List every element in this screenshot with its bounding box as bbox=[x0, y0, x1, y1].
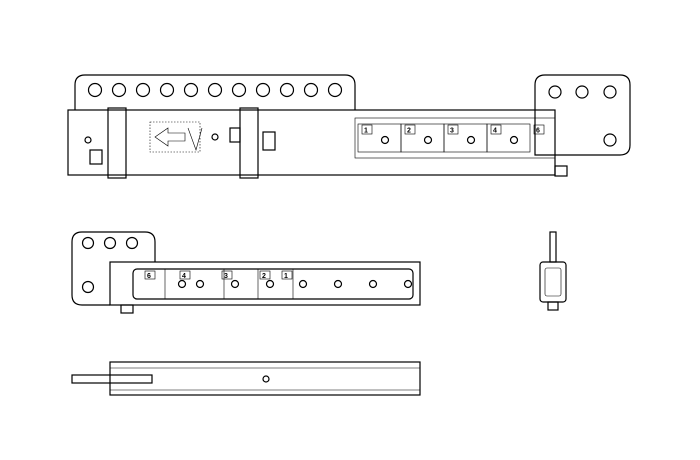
section-label: 3 bbox=[450, 128, 454, 135]
main-tube bbox=[109, 261, 421, 306]
perforated-plate bbox=[74, 74, 356, 110]
hole bbox=[183, 82, 199, 98]
tube-inner bbox=[544, 267, 562, 297]
section-tag bbox=[361, 124, 373, 135]
clamp-band-left bbox=[107, 107, 127, 179]
hole bbox=[230, 279, 240, 289]
mount-bracket-flat bbox=[71, 374, 153, 384]
hole bbox=[509, 135, 519, 145]
hole bbox=[81, 280, 95, 294]
hole bbox=[135, 82, 151, 98]
section-tag bbox=[179, 270, 191, 280]
section-label: 2 bbox=[407, 128, 411, 135]
stem bbox=[549, 231, 557, 263]
hole bbox=[81, 236, 95, 250]
section-tag bbox=[447, 124, 459, 135]
bolt-icon bbox=[229, 127, 241, 143]
section-label: 4 bbox=[182, 273, 186, 280]
hole bbox=[125, 236, 139, 250]
hole bbox=[255, 82, 271, 98]
hole bbox=[177, 279, 187, 289]
side-sections: 6 4 3 2 1 bbox=[144, 269, 413, 299]
hole bbox=[103, 236, 117, 250]
bolt-icon bbox=[262, 131, 276, 151]
hole bbox=[159, 82, 175, 98]
end-view bbox=[539, 231, 567, 311]
section-tag bbox=[281, 270, 293, 280]
hole bbox=[327, 82, 343, 98]
section-label: 1 bbox=[284, 273, 288, 280]
hole bbox=[207, 82, 223, 98]
hole bbox=[603, 133, 617, 147]
section-label: 6 bbox=[536, 128, 540, 135]
hole bbox=[303, 82, 319, 98]
section-tag bbox=[404, 124, 416, 135]
arrow-icon bbox=[154, 127, 203, 151]
hole bbox=[195, 279, 205, 289]
hole bbox=[380, 135, 390, 145]
plate-holes bbox=[87, 82, 343, 98]
section-label: 6 bbox=[147, 273, 151, 280]
hole bbox=[423, 135, 433, 145]
hole bbox=[466, 135, 476, 145]
nut-icon bbox=[554, 165, 568, 177]
bolt-icon bbox=[89, 149, 103, 165]
nut-icon bbox=[120, 304, 134, 314]
section-label: 1 bbox=[364, 128, 368, 135]
mount-bracket bbox=[534, 74, 631, 156]
inner-channel bbox=[354, 117, 556, 159]
main-tube bbox=[67, 109, 556, 176]
hole bbox=[368, 279, 378, 289]
hole bbox=[265, 279, 275, 289]
nut-icon bbox=[547, 301, 559, 311]
main-tube bbox=[109, 361, 421, 396]
arrow-decal bbox=[149, 121, 201, 153]
hole bbox=[84, 136, 92, 144]
hole bbox=[262, 375, 270, 383]
hole bbox=[87, 82, 103, 98]
top-sections: 1 2 3 4 6 bbox=[357, 123, 545, 153]
bottom-view bbox=[71, 361, 421, 396]
mount-bracket bbox=[71, 231, 156, 306]
hole bbox=[111, 82, 127, 98]
hole bbox=[403, 279, 413, 289]
section-tag bbox=[221, 270, 233, 280]
hole bbox=[575, 85, 589, 99]
section-tag bbox=[144, 270, 156, 280]
hole bbox=[231, 82, 247, 98]
section-label: 3 bbox=[224, 273, 228, 280]
label-strip bbox=[132, 268, 414, 300]
hole bbox=[298, 279, 308, 289]
section-tag bbox=[259, 270, 271, 280]
section-label: 2 bbox=[262, 273, 266, 280]
hole bbox=[279, 82, 295, 98]
hole bbox=[548, 85, 562, 99]
section bbox=[486, 123, 531, 153]
section-label: 4 bbox=[493, 128, 497, 135]
hole bbox=[333, 279, 343, 289]
top-view: 1 2 3 4 6 bbox=[67, 74, 631, 179]
hole bbox=[603, 85, 617, 99]
clamp-band-right bbox=[239, 107, 259, 179]
side-view: 6 4 3 2 1 bbox=[71, 231, 421, 314]
section-tag bbox=[490, 124, 502, 135]
hole bbox=[211, 133, 219, 141]
section-tag bbox=[533, 124, 545, 135]
